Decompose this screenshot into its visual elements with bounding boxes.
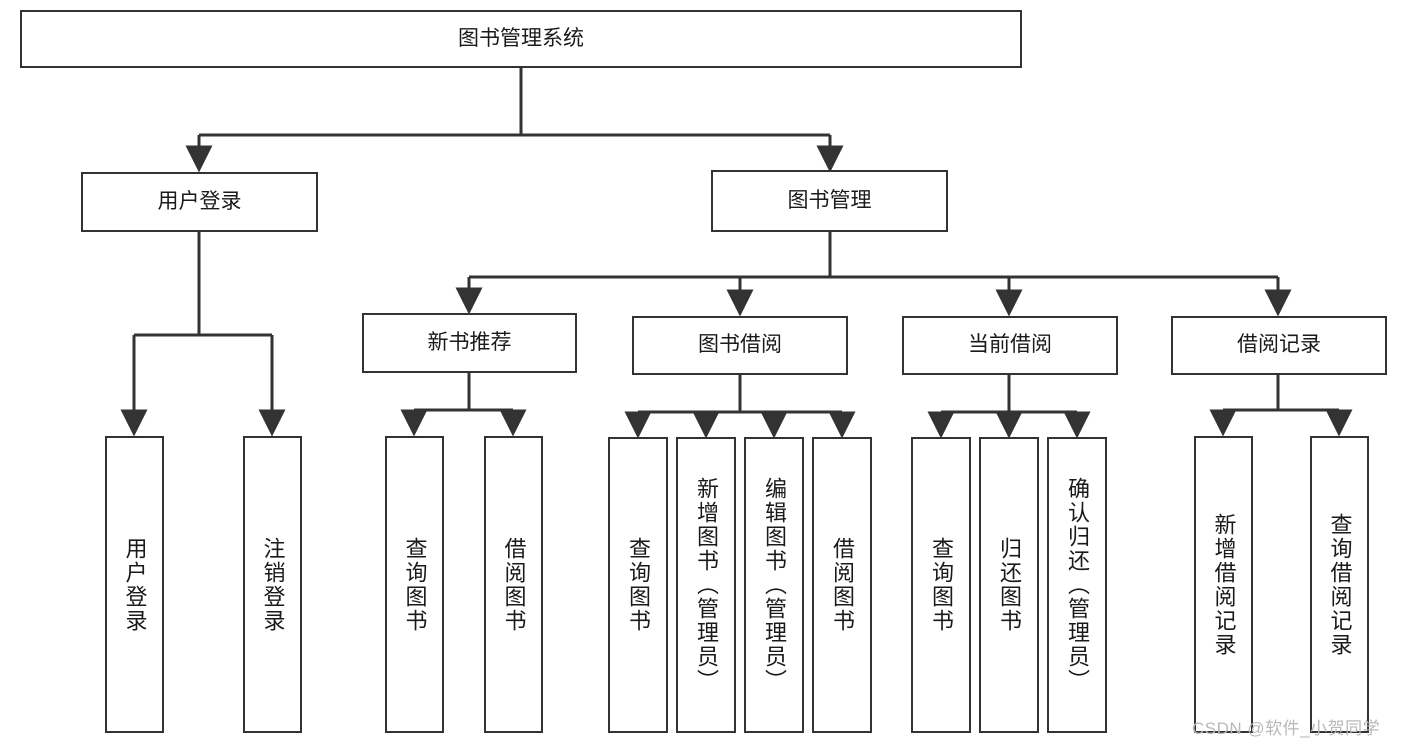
leaf-borrow-add-book-label: 新增图书（管理员） <box>694 477 719 693</box>
node-root-system-label: 图书管理系统 <box>458 26 584 50</box>
node-book-manage-label: 图书管理 <box>787 188 872 212</box>
leaf-borrow-borrow-book[interactable]: 借阅图书 <box>812 437 872 733</box>
node-user-login[interactable]: 用户登录 <box>81 172 318 232</box>
leaf-user-login-login-label: 用户登录 <box>122 536 148 633</box>
leaf-current-confirm-return-label: 确认归还（管理员） <box>1065 477 1090 693</box>
node-borrow-record-label: 借阅记录 <box>1237 333 1321 357</box>
node-new-book-recommend[interactable]: 新书推荐 <box>362 313 577 373</box>
leaf-borrow-add-book[interactable]: 新增图书（管理员） <box>676 437 736 733</box>
leaf-current-confirm-return[interactable]: 确认归还（管理员） <box>1047 437 1107 733</box>
leaf-new-book-borrow[interactable]: 借阅图书 <box>484 436 543 733</box>
node-current-borrow[interactable]: 当前借阅 <box>902 316 1118 375</box>
leaf-record-add-record-label: 新增借阅记录 <box>1211 512 1237 657</box>
node-current-borrow-label: 当前借阅 <box>968 333 1052 357</box>
leaf-borrow-query-book-label: 查询图书 <box>626 537 651 633</box>
node-root-system[interactable]: 图书管理系统 <box>20 10 1022 68</box>
node-user-login-label: 用户登录 <box>157 189 242 213</box>
node-new-book-recommend-label: 新书推荐 <box>427 330 512 354</box>
leaf-current-query-book[interactable]: 查询图书 <box>911 437 971 733</box>
leaf-user-login-logout[interactable]: 注销登录 <box>243 436 302 733</box>
csdn-watermark: CSDN @软件_小贺同学 <box>1192 719 1381 738</box>
leaf-borrow-edit-book[interactable]: 编辑图书（管理员） <box>744 437 804 733</box>
leaf-borrow-borrow-book-label: 借阅图书 <box>830 537 855 633</box>
leaf-new-book-query-label: 查询图书 <box>402 536 428 633</box>
leaf-user-login-logout-label: 注销登录 <box>260 536 286 633</box>
leaf-current-query-book-label: 查询图书 <box>929 537 954 633</box>
leaf-record-query-record[interactable]: 查询借阅记录 <box>1310 436 1369 733</box>
node-borrow-record[interactable]: 借阅记录 <box>1171 316 1387 375</box>
leaf-current-return-book[interactable]: 归还图书 <box>979 437 1039 733</box>
node-book-borrow-label: 图书借阅 <box>698 333 782 357</box>
leaf-record-query-record-label: 查询借阅记录 <box>1327 512 1353 657</box>
leaf-borrow-edit-book-label: 编辑图书（管理员） <box>762 477 787 693</box>
leaf-borrow-query-book[interactable]: 查询图书 <box>608 437 668 733</box>
node-book-manage[interactable]: 图书管理 <box>711 170 948 232</box>
leaf-new-book-query[interactable]: 查询图书 <box>385 436 444 733</box>
leaf-new-book-borrow-label: 借阅图书 <box>501 536 527 633</box>
leaf-user-login-login[interactable]: 用户登录 <box>105 436 164 733</box>
leaf-current-return-book-label: 归还图书 <box>997 537 1022 633</box>
node-book-borrow[interactable]: 图书借阅 <box>632 316 848 375</box>
leaf-record-add-record[interactable]: 新增借阅记录 <box>1194 436 1253 733</box>
